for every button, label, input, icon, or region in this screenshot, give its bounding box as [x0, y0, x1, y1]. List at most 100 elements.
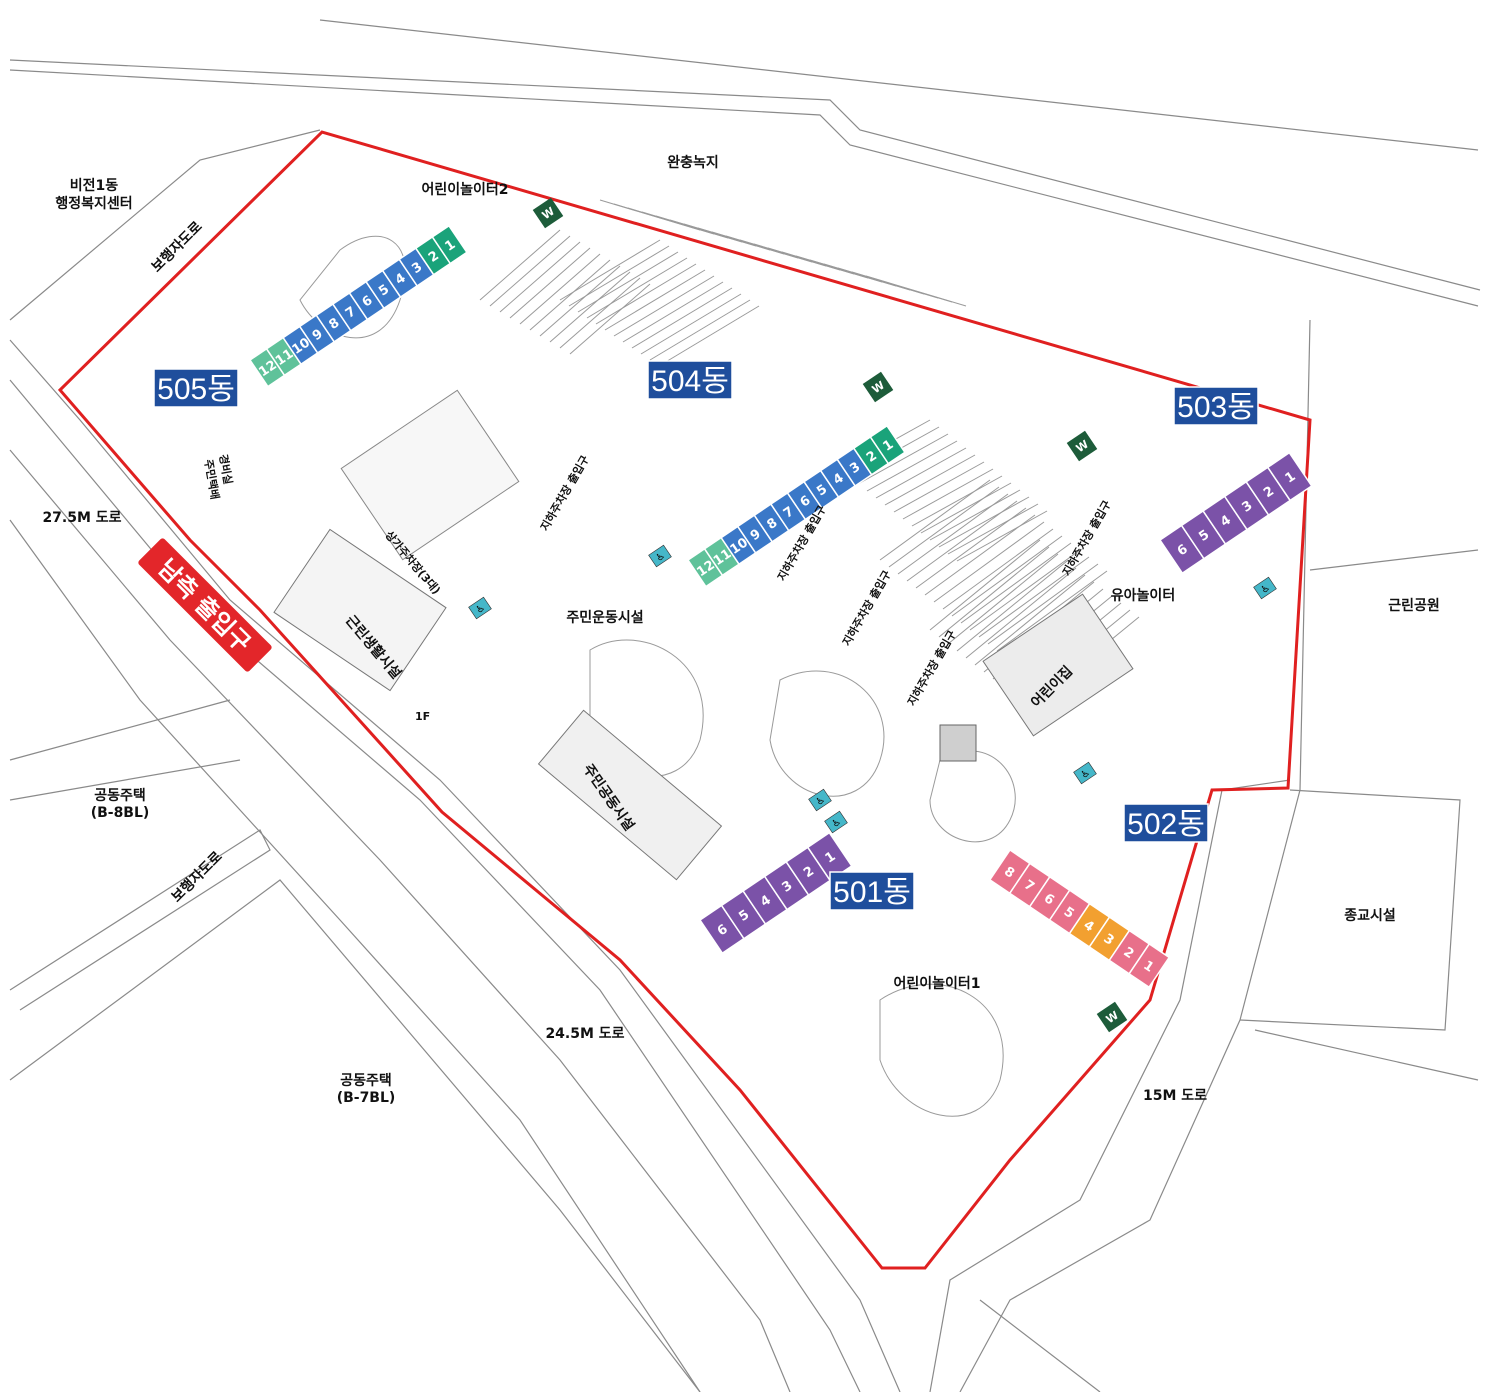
- parking-stall: [866, 440, 958, 492]
- label-ug-parking-e: 지하주차장 출입구: [1059, 498, 1114, 578]
- label-road-245: 24.5M 도로: [545, 1026, 624, 1042]
- parking-stall: [996, 570, 1108, 652]
- parking-stall: [884, 454, 976, 506]
- parking-stall: [865, 275, 967, 307]
- svg-text:W: W: [870, 379, 887, 397]
- parking-stall: [549, 271, 631, 343]
- label-road-15: 15M 도로: [1143, 1088, 1207, 1104]
- facility-outlines: [273, 389, 1134, 881]
- parking-stall: [559, 277, 641, 349]
- parking-stall: [577, 251, 679, 313]
- label-resident-sports: 주민운동시설: [566, 609, 643, 626]
- parking-stall: [489, 235, 571, 307]
- label-religious-facility: 종교시설: [1344, 908, 1396, 924]
- parking-stall: [509, 247, 591, 319]
- building-504-unit[interactable]: 6: [786, 480, 824, 521]
- label-toddler-playground: 유아놀이터: [1111, 587, 1175, 604]
- building-504-unit[interactable]: 1: [869, 424, 906, 465]
- parking-stall: [951, 535, 1063, 617]
- waste-w-marker: W: [1066, 430, 1098, 462]
- building-503-unit[interactable]: 2: [1245, 466, 1292, 517]
- parking-stall: [479, 229, 561, 301]
- building-504-tag[interactable]: 504동: [647, 360, 733, 400]
- parking-stall: [924, 514, 1036, 596]
- building-505-unit[interactable]: 1: [431, 224, 468, 265]
- building-505-unit[interactable]: 4: [381, 258, 419, 299]
- parking-stall: [875, 447, 967, 499]
- svg-text:505동: 505동: [157, 373, 235, 406]
- parking-stall: [933, 521, 1045, 603]
- building-502-unit[interactable]: 3: [1088, 916, 1131, 962]
- building-505-unit[interactable]: 12: [248, 347, 286, 388]
- building-503-tag[interactable]: 503동: [1173, 386, 1259, 426]
- parking-stall: [658, 305, 760, 367]
- building-501-unit[interactable]: 5: [720, 889, 767, 940]
- building-504-unit[interactable]: 12: [686, 547, 724, 588]
- bicycle-parking-icon: ♿: [468, 596, 492, 620]
- parking-stall: [938, 546, 1050, 638]
- building-501-tag[interactable]: 501동: [829, 871, 915, 911]
- bicycle-parking-icon: ♿: [824, 810, 848, 834]
- building-505-tag[interactable]: 505동: [153, 368, 239, 408]
- label-playground2: 어린이놀이터2: [421, 181, 508, 198]
- parking-stall: [595, 263, 697, 325]
- building-505-unit[interactable]: 11: [265, 336, 303, 377]
- parking-stall: [857, 433, 949, 485]
- building-503-unit[interactable]: 3: [1223, 480, 1270, 531]
- bicycle-parking-icon: ♿: [808, 788, 832, 812]
- waste-w-marker: W: [532, 197, 564, 229]
- parking-stall: [893, 461, 985, 513]
- label-ug-parking-d: 지하주차장 출입구: [904, 628, 959, 708]
- parking-stall: [586, 257, 688, 319]
- label-vision1-line2: 행정복지센터: [55, 195, 132, 212]
- label-floor-1f: 1F: [415, 710, 430, 723]
- site-boundary: [57, 130, 1312, 1270]
- parking-stall: [947, 503, 1039, 555]
- building-501-unit[interactable]: 4: [742, 875, 789, 926]
- label-road-275: 27.5M 도로: [42, 510, 121, 526]
- svg-text:504동: 504동: [651, 365, 729, 398]
- label-ug-parking-c: 지하주차장 출입구: [839, 568, 894, 648]
- parking-stall: [568, 245, 670, 307]
- building-505-unit[interactable]: 3: [398, 247, 435, 287]
- building-505-unit[interactable]: 10: [282, 325, 319, 366]
- parking-stall: [987, 563, 1099, 645]
- parking-stall: [649, 299, 751, 361]
- waste-w-marker: W: [862, 371, 894, 403]
- building-503-unit[interactable]: 1: [1266, 451, 1313, 502]
- parking-stall: [920, 482, 1012, 534]
- label-neighborhood-park: 근린공원: [1388, 597, 1440, 614]
- label-guard-line1: 경비실: [216, 453, 235, 485]
- parking-stall: [947, 553, 1059, 645]
- building-502-unit[interactable]: 1: [1128, 942, 1171, 989]
- parking-stall: [622, 281, 724, 343]
- parking-stall: [978, 556, 1090, 638]
- building-504-unit[interactable]: 10: [720, 525, 757, 566]
- svg-text:W: W: [540, 205, 557, 223]
- parking-stall: [929, 539, 1041, 631]
- building-505-unit[interactable]: 5: [365, 269, 402, 310]
- parking-stall: [960, 542, 1072, 624]
- parking-stall: [631, 287, 733, 349]
- parking-stall: [915, 507, 1027, 589]
- waste-w-marker: W: [1096, 1001, 1128, 1033]
- parking-stall: [938, 496, 1030, 548]
- parking-stall: [604, 269, 706, 331]
- parking-stall: [942, 528, 1054, 610]
- parking-stall: [640, 293, 742, 355]
- parking-stall: [499, 241, 581, 313]
- parking-stall: [974, 574, 1086, 666]
- building-502-unit[interactable]: 4: [1068, 902, 1111, 948]
- label-vision1-line1: 비전1동: [70, 177, 119, 194]
- parking-stall: [897, 493, 1009, 575]
- context-roads: [9, 19, 1481, 1392]
- building-502-tag[interactable]: 502동: [1123, 803, 1209, 843]
- building-504-unit[interactable]: 3: [836, 447, 873, 487]
- building-503-unit[interactable]: 5: [1180, 509, 1227, 560]
- south-entrance-tag[interactable]: 남측 출입구: [137, 537, 273, 673]
- bicycle-parking-icon: ♿: [1073, 761, 1097, 785]
